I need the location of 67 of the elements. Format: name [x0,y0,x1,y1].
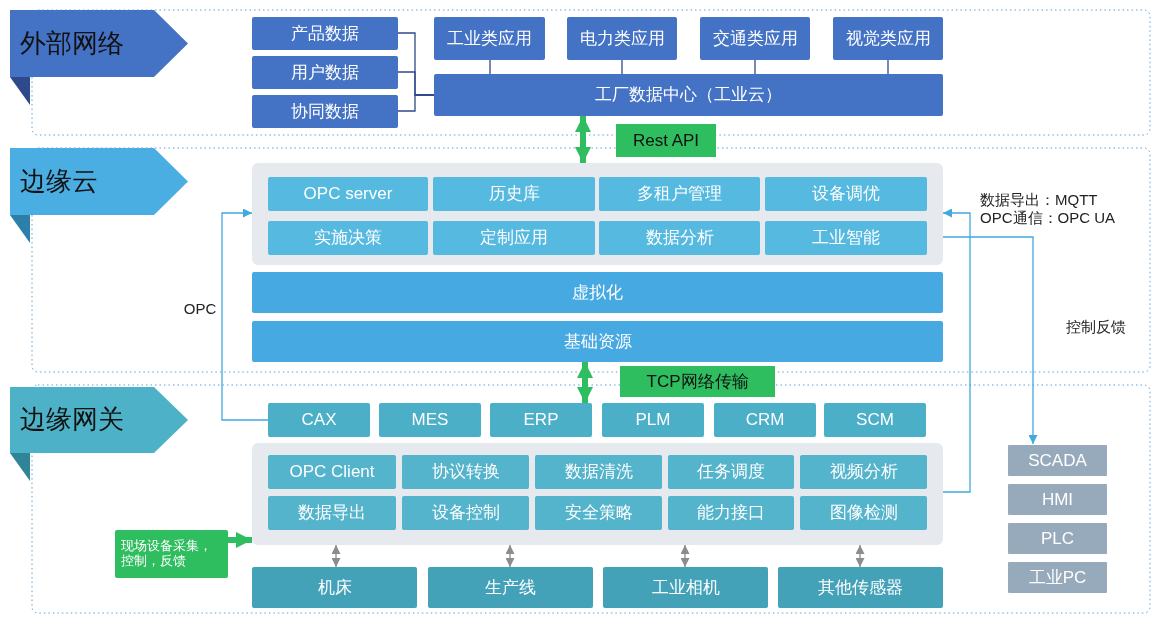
layer-bar: 基础资源 [252,321,943,362]
layer-bar: 虚拟化 [252,272,943,313]
arrow [505,544,515,568]
function-cell: 多租户管理 [599,177,760,211]
data-center-bar: 工厂数据中心（工业云） [434,74,943,116]
platform-panel [252,163,943,265]
system-box: MES [379,403,481,437]
control-system-box: HMI [1007,483,1108,516]
function-cell: 定制应用 [433,221,595,255]
function-cell: 任务调度 [668,455,794,489]
callout-box: 现场设备采集，控制，反馈 [115,530,228,578]
arrow [942,208,971,493]
connector-line [489,59,491,75]
device-box: 工业相机 [603,567,768,608]
function-cell: 实施决策 [268,221,428,255]
function-cell: 能力接口 [668,496,794,530]
function-cell: 设备调优 [765,177,927,211]
function-cell: 协议转换 [402,455,529,489]
data-box: 用户数据 [252,56,398,89]
edge-label: TCP网络传输 [620,366,775,397]
arrow [575,116,591,163]
function-cell: 数据分析 [599,221,760,255]
function-cell: OPC server [268,177,428,211]
function-cell: 历史库 [433,177,595,211]
layer-tab: 边缘网关 [10,387,188,453]
arrow [331,544,341,568]
device-box: 机床 [252,567,417,608]
function-cell: 数据导出 [268,496,396,530]
connector-line [754,59,756,75]
system-box: CAX [268,403,370,437]
arrow [855,544,865,568]
control-system-box: PLC [1007,522,1108,555]
connector-line [621,59,623,75]
annotation-text: 数据导出：MQTT [980,191,1098,210]
application-box: 视觉类应用 [833,17,943,60]
edge-label: Rest API [616,124,716,157]
function-cell: 工业智能 [765,221,927,255]
arrow [228,532,252,548]
function-cell: 设备控制 [402,496,529,530]
arrow [942,236,1038,445]
data-box: 协同数据 [252,95,398,128]
connector-line [397,94,435,112]
system-box: CRM [714,403,816,437]
layer-tab: 边缘云 [10,148,188,215]
connector-line [887,59,889,75]
function-cell: OPC Client [268,455,396,489]
system-box: PLM [602,403,704,437]
system-box: SCM [824,403,926,437]
function-cell: 数据清洗 [535,455,662,489]
device-box: 生产线 [428,567,593,608]
application-box: 工业类应用 [434,17,545,60]
function-cell: 图像检测 [800,496,927,530]
system-box: ERP [490,403,592,437]
arrow [680,544,690,568]
application-box: 交通类应用 [700,17,810,60]
data-box: 产品数据 [252,17,398,50]
control-system-box: 工业PC [1007,561,1108,594]
annotation-text: OPC通信：OPC UA [980,209,1115,228]
function-cell: 安全策略 [535,496,662,530]
layer-tab: 外部网络 [10,10,188,77]
function-cell: 视频分析 [800,455,927,489]
arrow [577,362,593,403]
control-system-box: SCADA [1007,444,1108,477]
application-box: 电力类应用 [567,17,677,60]
arrow [221,208,269,421]
platform-panel [252,443,943,545]
device-box: 其他传感器 [778,567,943,608]
